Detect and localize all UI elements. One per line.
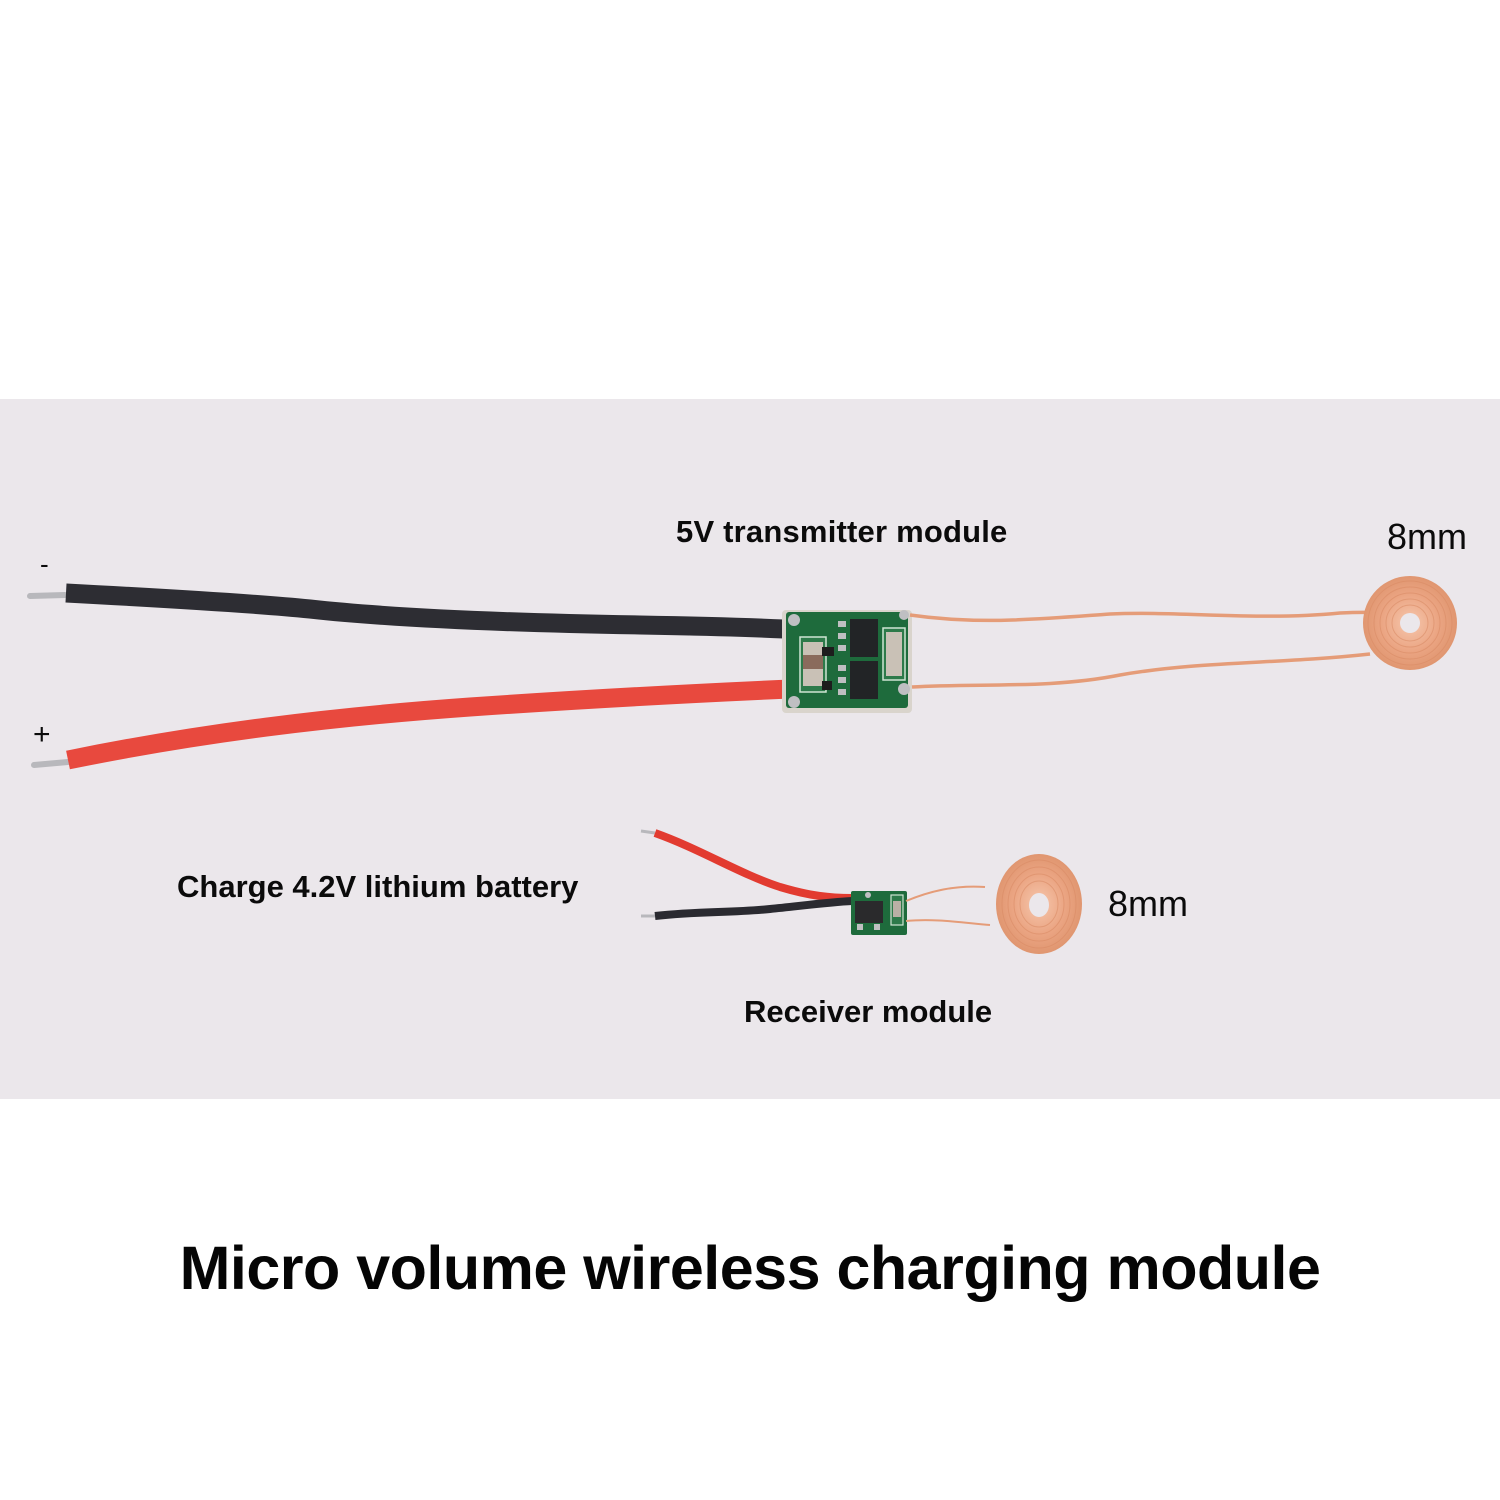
transmitter-coil-leads [909,610,1379,689]
product-caption: Micro volume wireless charging module [179,1234,1321,1302]
transmitter-positive-wire [31,679,791,770]
positive-terminal-label: + [33,718,51,751]
receiver-coil-size-label: 8mm [1108,883,1188,924]
transmitter-coil-size-label: 8mm [1387,516,1467,557]
receiver-pcb [851,891,907,935]
receiver-output-label: Charge 4.2V lithium battery [177,869,579,904]
transmitter-module-label: 5V transmitter module [676,514,1008,549]
receiver-positive-wire [640,829,853,902]
receiver-coil-leads [905,885,991,926]
receiver-module-label: Receiver module [744,994,993,1029]
transmitter-negative-wire [27,583,785,639]
transmitter-coil [1363,576,1457,670]
product-illustration [27,576,1457,954]
transmitter-pcb [782,610,912,713]
receiver-coil [996,854,1082,954]
negative-terminal-label: - [40,549,49,579]
receiver-negative-wire [641,897,853,920]
product-photo: 5V transmitter module 8mm - + Charge 4.2… [0,399,1500,1099]
